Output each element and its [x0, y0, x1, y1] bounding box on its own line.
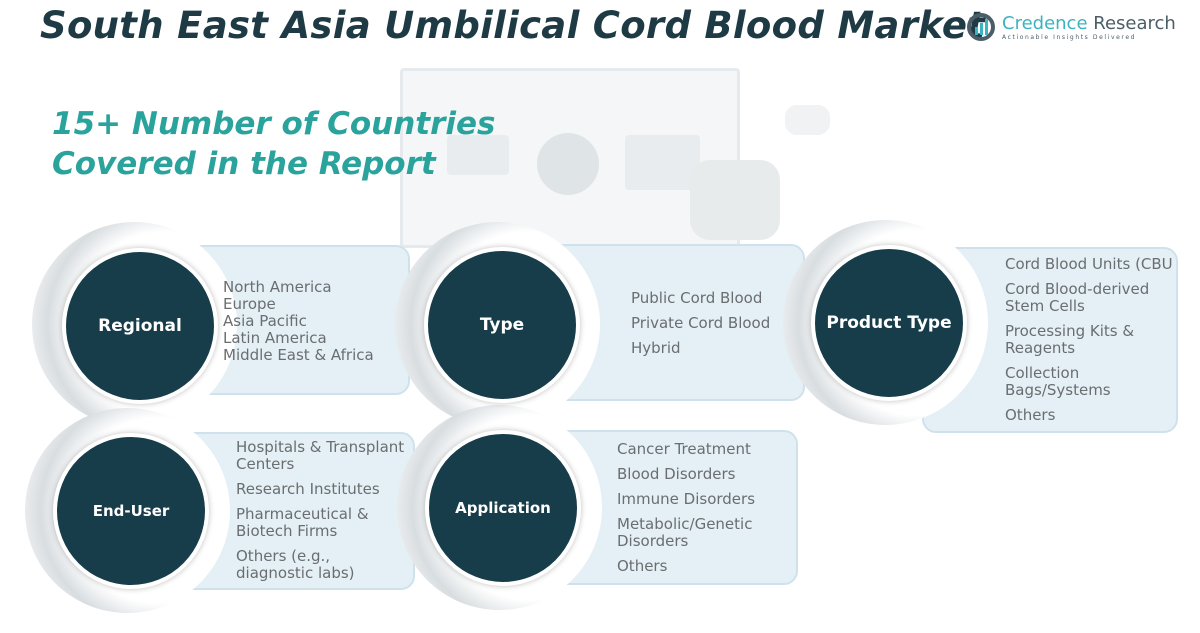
list-item: Asia Pacific [223, 312, 307, 330]
list-item: Processing Kits & Reagents [1005, 322, 1135, 357]
end-user-list: Hospitals & Transplant Centers Research … [236, 439, 411, 582]
segment-circle-regional: Regional [62, 248, 218, 404]
list-item: Metabolic/Genetic Disorders [617, 515, 753, 550]
logo-chart-icon [967, 13, 995, 41]
application-list: Cancer Treatment Blood Disorders Immune … [617, 441, 787, 575]
logo-name: Credence [1002, 13, 1088, 34]
subtitle-line-1: 15+ Number of Countries [52, 106, 496, 142]
segment-circle-product-type: Product Type [811, 245, 967, 401]
product-type-list: Cord Blood Units (CBU Cord Blood-derived… [1005, 256, 1175, 424]
list-item: Middle East & Africa [223, 346, 374, 364]
pie-chart-illustration [537, 133, 599, 195]
list-item: Latin America [223, 329, 327, 347]
list-item: Hospitals & Transplant Centers [236, 438, 405, 473]
list-item: Private Cord Blood [631, 314, 771, 332]
list-item: North America [223, 278, 332, 296]
list-item: Public Cord Blood [631, 289, 763, 307]
list-item: Cord Blood Units (CBU [1005, 256, 1173, 273]
speech-bubble-icon [785, 105, 830, 135]
list-item: Hybrid [631, 339, 681, 357]
person-illustration [690, 160, 780, 240]
bar-chart-illustration [625, 135, 700, 190]
list-item: Others (e.g., diagnostic labs) [236, 547, 355, 582]
countries-covered-heading: 15+ Number of Countries Covered in the R… [52, 104, 496, 184]
list-item: Cord Blood-derived Stem Cells [1005, 280, 1150, 315]
segment-circle-type: Type [424, 247, 580, 403]
logo-name-2: Research [1093, 13, 1176, 34]
logo-tagline: Actionable Insights Delivered [1002, 34, 1137, 41]
logo: Credence Research Actionable Insights De… [966, 12, 1176, 42]
page-title: South East Asia Umbilical Cord Blood Mar… [40, 4, 986, 47]
regional-list: North America Europe Asia Pacific Latin … [223, 279, 374, 364]
list-item: Blood Disorders [617, 465, 736, 483]
line-chart-illustration [447, 135, 509, 175]
list-item: Others [1005, 406, 1056, 424]
list-item: Collection Bags/Systems [1005, 364, 1111, 399]
list-item: Europe [223, 295, 276, 313]
segment-circle-application: Application [425, 430, 581, 586]
list-item: Immune Disorders [617, 490, 756, 508]
list-item: Research Institutes [236, 480, 380, 498]
subtitle-line-2: Covered in the Report [52, 146, 436, 182]
list-item: Cancer Treatment [617, 440, 751, 458]
segment-circle-end-user: End-User [53, 433, 209, 589]
list-item: Others [617, 557, 668, 575]
type-list: Public Cord Blood Private Cord Blood Hyb… [631, 290, 770, 357]
list-item: Pharmaceutical & Biotech Firms [236, 505, 369, 540]
